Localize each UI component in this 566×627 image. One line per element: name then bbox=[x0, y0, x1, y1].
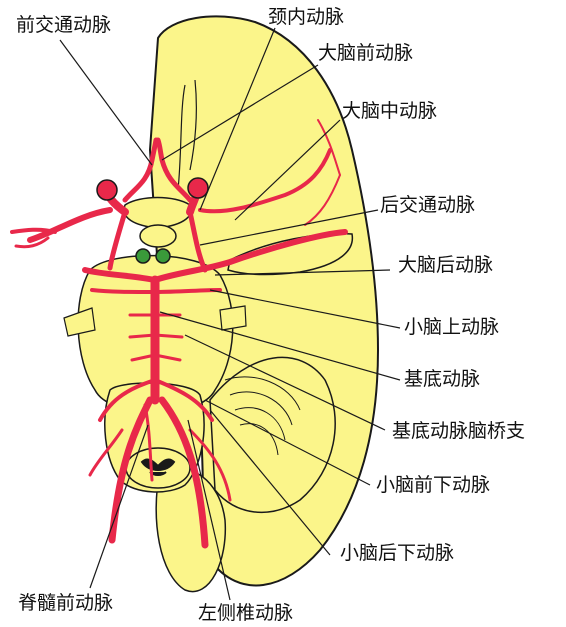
label-pontine-branches: 基底动脉脑桥支 bbox=[392, 420, 525, 442]
label-posterior-inferior-cerebellar: 小脑后下动脉 bbox=[340, 542, 454, 564]
label-anterior-cerebral: 大脑前动脉 bbox=[318, 42, 413, 64]
label-superior-cerebellar: 小脑上动脉 bbox=[404, 316, 499, 338]
middle-cerebral-artery-left bbox=[30, 210, 110, 240]
label-anterior-spinal: 脊髓前动脉 bbox=[18, 592, 113, 614]
mammillary-body-right bbox=[156, 249, 170, 263]
label-middle-cerebral: 大脑中动脉 bbox=[342, 100, 437, 122]
mammillary-body-left bbox=[136, 249, 150, 263]
label-posterior-communicating: 后交通动脉 bbox=[380, 194, 475, 216]
label-left-vertebral: 左侧椎动脉 bbox=[198, 602, 293, 624]
trigeminal-nerve-right bbox=[220, 306, 246, 330]
label-basilar: 基底动脉 bbox=[404, 368, 480, 390]
label-posterior-cerebral: 大脑后动脉 bbox=[398, 254, 493, 276]
label-anterior-communicating: 前交通动脉 bbox=[16, 14, 111, 36]
label-internal-carotid: 颈内动脉 bbox=[268, 6, 344, 28]
label-anterior-inferior-cerebellar: 小脑前下动脉 bbox=[376, 474, 490, 496]
superior-cerebellar-artery-left bbox=[92, 290, 155, 292]
pituitary-stalk bbox=[140, 225, 176, 247]
